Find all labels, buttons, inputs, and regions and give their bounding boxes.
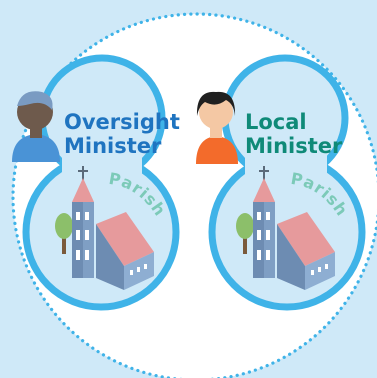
oversight-minister-person-icon bbox=[12, 91, 60, 162]
right-church-icon bbox=[236, 166, 335, 290]
local-minister-title-line1: Local bbox=[245, 110, 307, 134]
cross-icon bbox=[259, 166, 269, 180]
left-church-icon bbox=[55, 166, 154, 290]
tree-icon bbox=[236, 213, 254, 254]
tree-icon bbox=[55, 213, 73, 254]
right-parish-blob bbox=[208, 54, 366, 311]
oversight-minister-title-line2: Minister bbox=[64, 134, 162, 158]
cross-icon bbox=[78, 166, 88, 180]
local-minister-title: Local Minister bbox=[245, 110, 342, 158]
local-minister-person-icon bbox=[196, 91, 238, 164]
oversight-minister-title: Oversight Minister bbox=[64, 110, 180, 158]
oversight-minister-title-line1: Oversight bbox=[64, 110, 180, 134]
local-minister-title-line2: Minister bbox=[245, 134, 343, 158]
